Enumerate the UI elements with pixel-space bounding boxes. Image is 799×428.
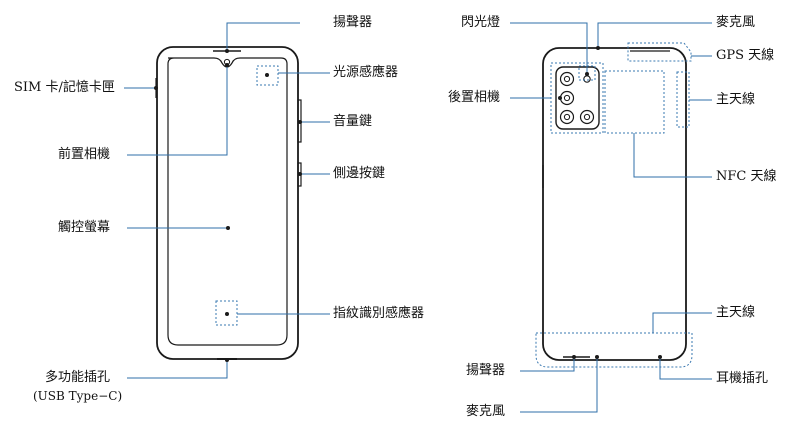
back-leader-dots xyxy=(558,46,662,359)
rear-lens-2 xyxy=(559,90,575,106)
leader-front-camera xyxy=(127,65,228,156)
label-microphone-bottom: 麥克風 xyxy=(466,404,506,419)
main-antenna-top-box xyxy=(676,71,690,128)
label-gps-antenna: GPS 天線 xyxy=(716,48,775,63)
back-phone xyxy=(542,47,687,361)
leader-nfc xyxy=(633,133,712,178)
label-touchscreen: 觸控螢幕 xyxy=(58,220,111,235)
label-volume-key: 音量鍵 xyxy=(333,114,373,129)
label-sim-tray: SIM 卡/記憶卡匣 xyxy=(14,80,115,95)
label-flash: 閃光燈 xyxy=(461,15,501,30)
label-main-antenna-bottom: 主天線 xyxy=(716,305,756,320)
label-back-speaker: 揚聲器 xyxy=(466,363,506,378)
label-light-sensor: 光源感應器 xyxy=(333,65,399,80)
label-fingerprint-sensor: 指紋識別感應器 xyxy=(333,306,425,321)
front-leader-lines xyxy=(124,22,330,379)
label-multipurpose-jack-sub: (USB Type−C) xyxy=(33,389,123,403)
front-leader-dots xyxy=(154,49,302,362)
leader-main-antenna-bottom xyxy=(652,312,712,333)
label-multipurpose-jack: 多功能插孔 xyxy=(45,370,111,385)
front-phone xyxy=(155,46,302,360)
leader-speaker xyxy=(226,22,300,51)
label-speaker: 揚聲器 xyxy=(333,15,373,30)
label-front-camera: 前置相機 xyxy=(58,147,111,162)
leader-earphone xyxy=(659,357,712,380)
back-callout-boxes xyxy=(535,42,693,368)
main-antenna-bottom-box xyxy=(535,332,693,368)
camera-module xyxy=(555,66,600,130)
leader-back-speaker xyxy=(520,357,575,372)
fingerprint-box xyxy=(215,300,238,326)
leader-flash xyxy=(510,22,588,74)
label-microphone-top: 麥克風 xyxy=(716,15,756,30)
leader-usb xyxy=(127,360,228,379)
front-screen-outline xyxy=(167,57,288,346)
front-callout-boxes xyxy=(215,65,279,326)
label-nfc-antenna: NFC 天線 xyxy=(716,169,777,184)
back-leader-lines xyxy=(510,22,712,413)
leader-mic-top xyxy=(597,22,712,48)
flash-lens xyxy=(583,75,591,83)
nfc-antenna-box xyxy=(604,70,665,134)
label-rear-camera: 後置相機 xyxy=(448,90,501,105)
label-main-antenna-top: 主天線 xyxy=(716,92,756,107)
label-earphone-jack: 耳機插孔 xyxy=(716,371,769,386)
label-side-key: 側邊按鍵 xyxy=(333,166,386,181)
rear-lens-3 xyxy=(559,109,575,125)
back-body-outline xyxy=(542,47,687,361)
rear-lens-1 xyxy=(559,71,575,87)
leader-mic-bottom xyxy=(520,357,598,413)
rear-lens-4 xyxy=(579,109,595,125)
